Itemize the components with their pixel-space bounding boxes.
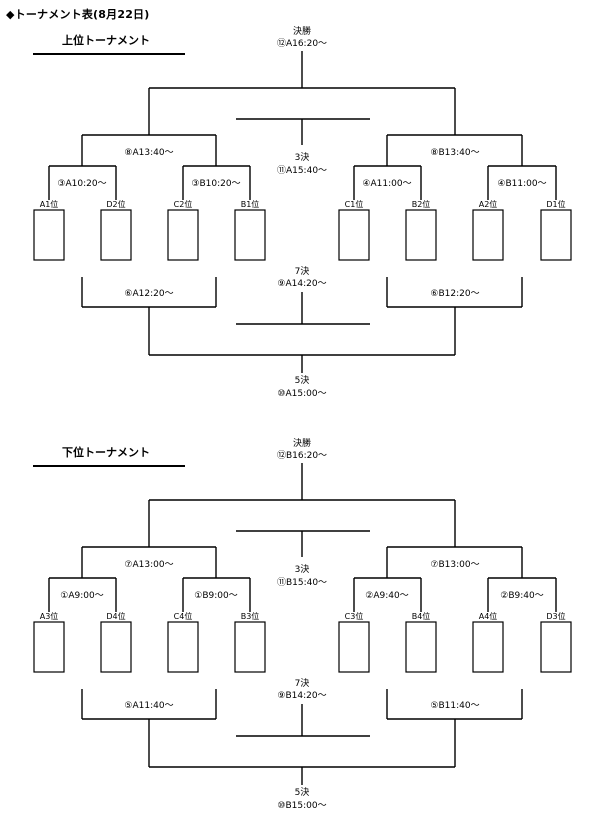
upper-team-label-2: C2位 [174, 199, 193, 209]
lower-q-time-1: ①B9:00～ [194, 591, 237, 601]
lower-team-box-7 [540, 621, 572, 673]
upper-seventh-label: 7決 [295, 265, 310, 277]
upper-tournament-title: 上位トーナメント [62, 34, 150, 47]
upper-team-label-5: B2位 [412, 199, 431, 209]
lower-cons-time-1: ⑤B11:40～ [430, 701, 479, 711]
upper-seventh-time: ⑨A14:20～ [277, 279, 326, 289]
lower-semi-time-0: ⑦A13:00～ [124, 560, 173, 570]
upper-final-time: ⑫A16:20～ [277, 38, 327, 49]
upper-q-time-2: ④A11:00～ [362, 179, 411, 189]
lower-team-box-2 [167, 621, 199, 673]
lower-fifth-time: ⑩B15:00～ [277, 801, 326, 811]
lower-cons-time-0: ⑤A11:40～ [124, 701, 173, 711]
lower-final-label: 決勝 [293, 437, 311, 449]
upper-team-label-7: D1位 [546, 199, 565, 209]
upper-team-label-1: D2位 [106, 199, 125, 209]
upper-final-label: 決勝 [293, 25, 311, 37]
upper-q-time-3: ④B11:00～ [497, 179, 546, 189]
upper-team-label-6: A2位 [479, 199, 498, 209]
upper-team-label-0: A1位 [40, 199, 59, 209]
upper-semi-time-0: ⑧A13:40～ [124, 148, 173, 158]
lower-team-label-5: B4位 [412, 611, 431, 621]
lower-team-box-4 [338, 621, 370, 673]
lower-team-box-5 [405, 621, 437, 673]
lower-team-label-0: A3位 [40, 611, 59, 621]
upper-team-label-4: C1位 [345, 199, 364, 209]
upper-team-box-7 [540, 209, 572, 261]
lower-team-box-6 [472, 621, 504, 673]
lower-title-underline [33, 465, 185, 467]
lower-team-label-4: C3位 [345, 611, 364, 621]
lower-q-time-3: ②B9:40～ [500, 591, 543, 601]
lower-final-time: ⑫B16:20～ [277, 450, 327, 461]
lower-team-box-3 [234, 621, 266, 673]
upper-third-time: ⑪A15:40～ [277, 165, 327, 176]
lower-q-time-2: ②A9:40～ [365, 591, 408, 601]
upper-fifth-label: 5決 [295, 374, 310, 386]
upper-team-box-5 [405, 209, 437, 261]
lower-team-label-3: B3位 [241, 611, 260, 621]
lower-team-box-0 [33, 621, 65, 673]
upper-team-box-6 [472, 209, 504, 261]
upper-title-underline [33, 53, 185, 55]
upper-cons-time-1: ⑥B12:20～ [430, 289, 479, 299]
upper-team-box-0 [33, 209, 65, 261]
upper-third-label: 3決 [295, 151, 310, 163]
upper-fifth-time: ⑩A15:00～ [277, 389, 326, 399]
upper-team-box-4 [338, 209, 370, 261]
lower-q-time-0: ①A9:00～ [60, 591, 103, 601]
upper-team-box-2 [167, 209, 199, 261]
page-title: ◆トーナメント表(8月22日) [6, 8, 150, 21]
lower-fifth-label: 5決 [295, 786, 310, 798]
lower-third-time: ⑪B15:40～ [277, 577, 327, 588]
lower-seventh-time: ⑨B14:20～ [277, 691, 326, 701]
lower-tournament-title: 下位トーナメント [62, 446, 150, 459]
upper-q-time-0: ③A10:20～ [57, 179, 106, 189]
lower-team-box-1 [100, 621, 132, 673]
upper-team-box-3 [234, 209, 266, 261]
lower-third-label: 3決 [295, 563, 310, 575]
lower-team-label-7: D3位 [546, 611, 565, 621]
upper-semi-time-1: ⑧B13:40～ [430, 148, 479, 158]
lower-semi-time-1: ⑦B13:00～ [430, 560, 479, 570]
upper-q-time-1: ③B10:20～ [191, 179, 240, 189]
upper-team-box-1 [100, 209, 132, 261]
upper-team-label-3: B1位 [241, 199, 260, 209]
lower-team-label-2: C4位 [174, 611, 193, 621]
upper-cons-time-0: ⑥A12:20～ [124, 289, 173, 299]
lower-seventh-label: 7決 [295, 677, 310, 689]
lower-team-label-1: D4位 [106, 611, 125, 621]
lower-team-label-6: A4位 [479, 611, 498, 621]
